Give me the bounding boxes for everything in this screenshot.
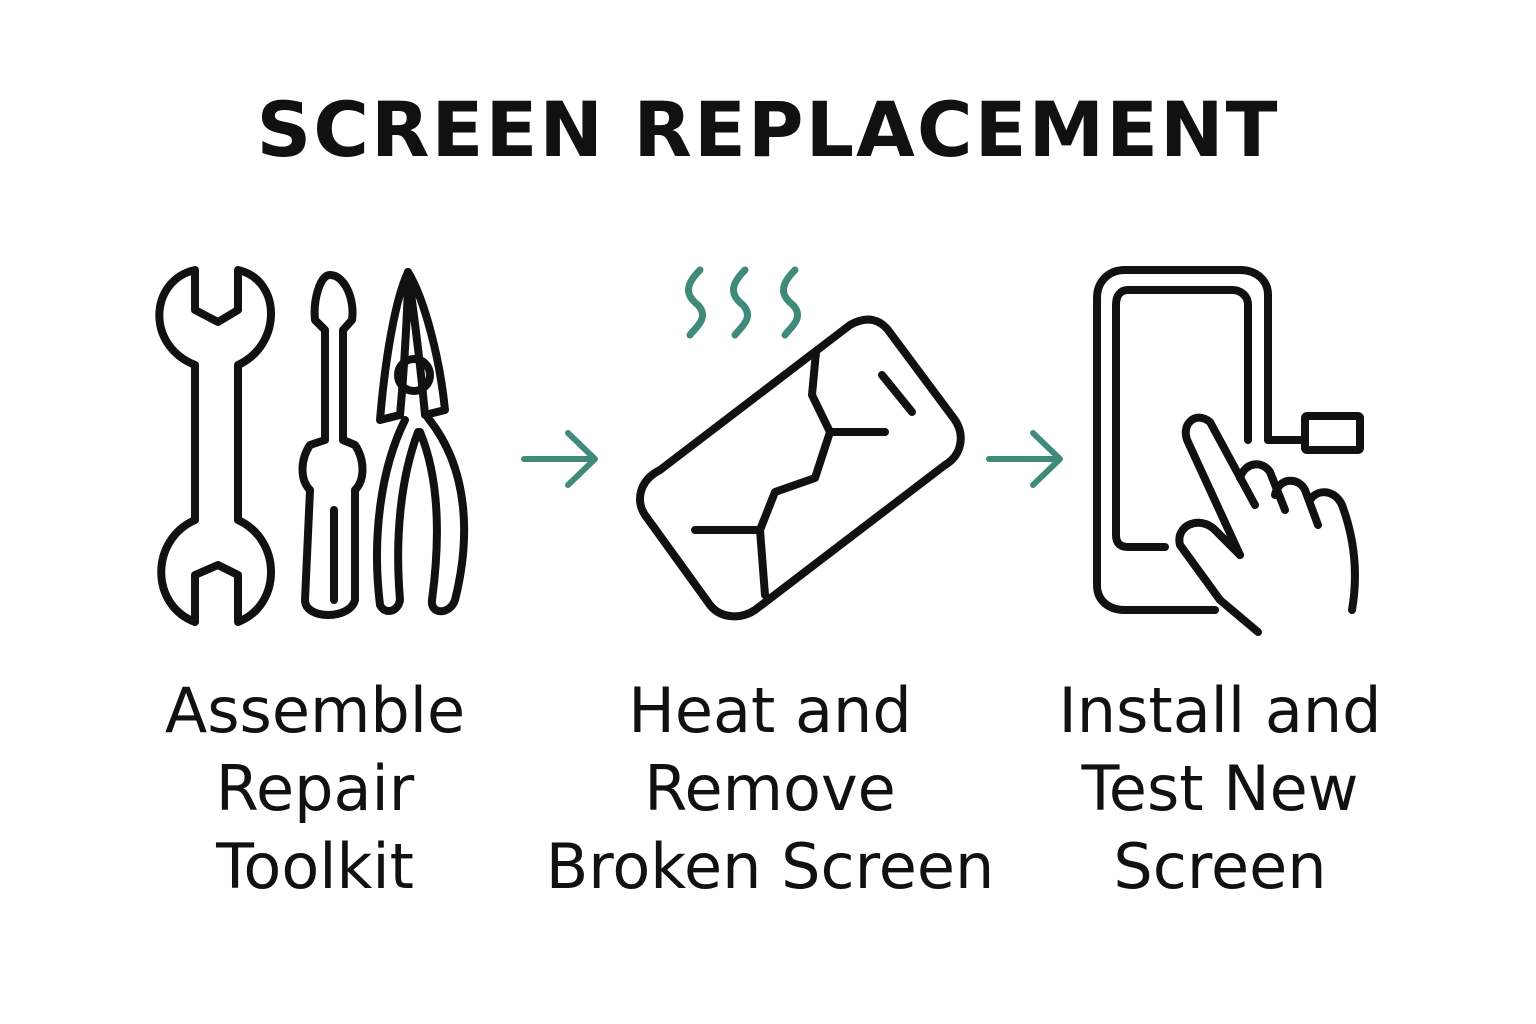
toolkit-icon (150, 255, 490, 635)
step-label-install-test: Install and Test New Screen (1058, 674, 1382, 903)
arrow-right-icon-1 (520, 428, 602, 495)
pliers-icon (373, 268, 469, 616)
screwdriver-icon (298, 271, 367, 619)
phone-outline-icon (1093, 266, 1364, 614)
arrow-right-icon-2 (985, 428, 1067, 495)
heat-waves-icon (685, 266, 801, 339)
phone-touch-icon (1085, 255, 1375, 645)
wrench-icon (155, 266, 275, 626)
hand-icon (1175, 413, 1359, 636)
step-label-assemble-toolkit: Assemble Repair Toolkit (164, 674, 466, 903)
step-label-heat-remove: Heat and Remove Broken Screen (545, 674, 995, 903)
diagram-title: SCREEN REPLACEMENT (256, 85, 1280, 174)
broken-phone-icon (625, 255, 975, 635)
